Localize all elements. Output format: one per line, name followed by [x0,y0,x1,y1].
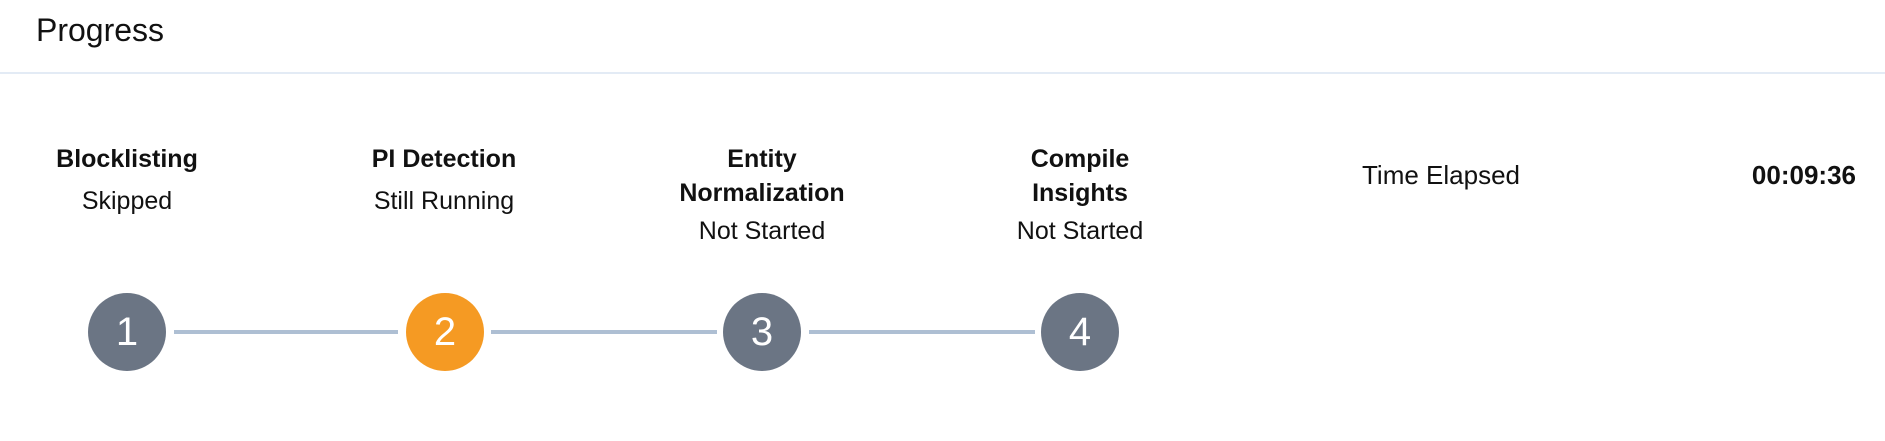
step-connector [174,330,398,334]
page-title: Progress [36,12,165,48]
progress-header: Progress [0,0,1885,74]
step-blocklisting: Blocklisting Skipped [0,142,277,218]
step-title: Entity Normalization [679,145,845,207]
step-status: Not Started [698,217,826,245]
step-status: Not Started [1016,217,1144,245]
step-connector [491,330,717,334]
step-1-indicator: 1 [88,293,166,371]
time-elapsed-value: 00:09:36 [1751,160,1856,190]
step-title: PI Detection [371,145,517,173]
step-title: Blocklisting [56,145,198,173]
step-2-indicator: 2 [406,293,484,371]
time-elapsed-label: Time Elapsed [1362,160,1520,190]
step-4-indicator: 4 [1041,293,1119,371]
step-status: Still Running [373,187,515,215]
step-3-indicator: 3 [723,293,801,371]
step-connector [809,330,1035,334]
step-title: Compile Insights [1030,145,1130,207]
step-pi-detection: PI Detection Still Running [294,142,594,218]
step-status: Skipped [81,187,173,215]
step-compile-insights: Compile Insights Not Started [930,142,1230,248]
step-entity-normalization: Entity Normalization Not Started [612,142,912,248]
